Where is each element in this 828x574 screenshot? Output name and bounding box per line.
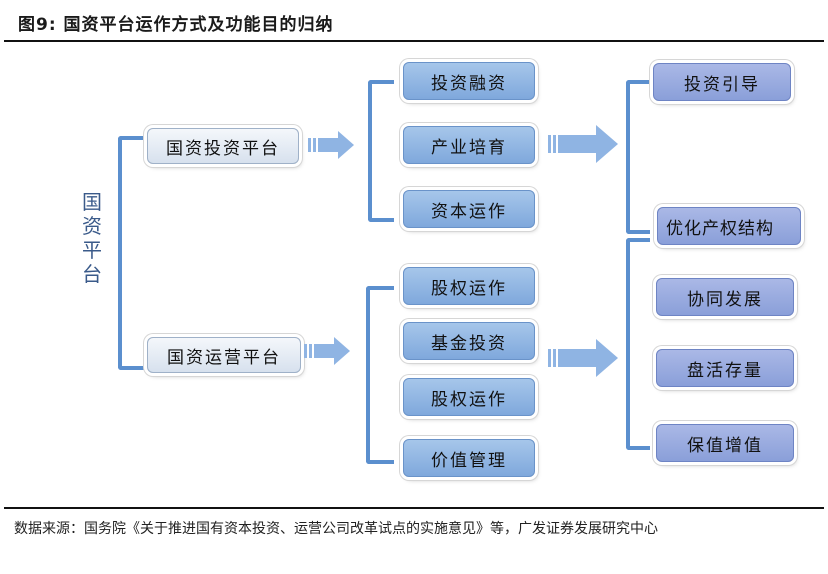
goal-box: 协同发展 [656,278,794,316]
goal-label: 投资引导 [684,74,760,95]
method-box: 股权运作 [403,378,535,416]
goal-box: 投资引导 [653,63,791,101]
investment-platform-arrow-icon [308,131,354,159]
method-label: 资本运作 [431,201,507,222]
method-box: 基金投资 [403,322,535,360]
goal-label: 保值增值 [687,435,763,456]
operation-goals-arrow-icon [548,339,618,377]
title-divider [4,40,824,42]
source-divider [4,507,824,509]
operation-methods-bracket [366,286,394,464]
method-label: 股权运作 [431,278,507,299]
method-box: 资本运作 [403,190,535,228]
root-label-char: 国 [82,190,102,214]
method-label: 产业培育 [431,137,507,158]
investment-goals-arrow-icon [548,125,618,163]
operation-platform-label: 国资运营平台 [167,347,281,368]
method-label: 价值管理 [431,450,507,471]
operation-platform-box: 国资运营平台 [147,337,301,373]
goal-label: 优化产权结构 [666,218,774,239]
goal-label: 盘活存量 [687,360,763,381]
investment-goals-bracket [626,80,650,234]
goal-box: 优化产权结构 [657,207,801,245]
source-note: 数据来源：国务院《关于推进国有资本投资、运营公司改革试点的实施意见》等，广发证券… [14,521,658,537]
root-bracket [118,136,146,370]
method-box: 产业培育 [403,126,535,164]
method-label: 基金投资 [431,333,507,354]
goal-box: 盘活存量 [656,349,794,387]
investment-methods-bracket [368,80,394,222]
method-box: 投资融资 [403,62,535,100]
investment-platform-label: 国资投资平台 [166,138,280,159]
method-label: 股权运作 [431,389,507,410]
method-box: 股权运作 [403,267,535,305]
root-label-char: 台 [82,262,102,286]
root-label: 国 资 平 台 [80,190,104,286]
root-label-char: 资 [82,214,102,238]
operation-goals-bracket [626,238,650,450]
goal-box: 保值增值 [656,424,794,462]
method-box: 价值管理 [403,439,535,477]
method-label: 投资融资 [431,73,507,94]
goal-label: 协同发展 [687,289,763,310]
root-label-char: 平 [82,238,102,262]
investment-platform-box: 国资投资平台 [147,128,299,164]
operation-platform-arrow-icon [304,337,350,365]
figure-title: 图9: 国资平台运作方式及功能目的归纳 [18,15,334,35]
